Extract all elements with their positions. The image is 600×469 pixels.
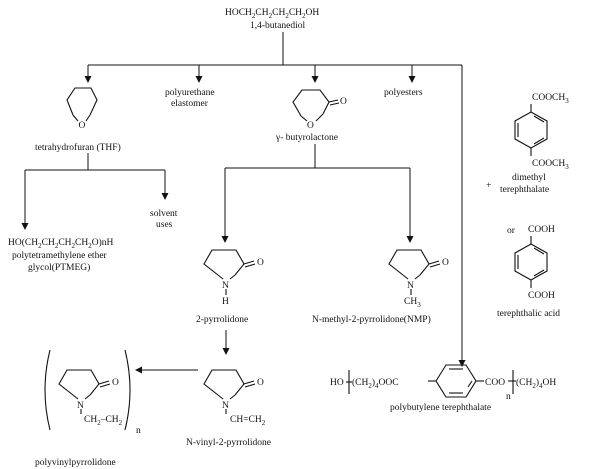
plus-sign: + [486,181,491,191]
thf-name: tetrahydrofuran (THF) [35,142,121,153]
pvp-oxygen: O [112,378,119,388]
ptmeg-name-line2: glycol(PTMEG) [28,262,90,273]
pyrrolidone-structure: O N H 2-pyrrolidone [196,249,264,325]
pbt-left-chain: (CH2)4OOC [352,377,399,390]
nmp-nitrogen: N [407,281,414,291]
nvp-structure: O N CH=CH2 N-vinyl-2-pyrrolidone [186,369,271,448]
ptmeg-text: HO(CH2CH2CH2CH2O)nH [8,237,114,250]
pyrrolidone-hydrogen: H [222,297,229,307]
polyesters-label: polyesters [384,88,423,98]
nvp-name: N-vinyl-2-pyrrolidone [186,438,271,448]
pbt-right-chain: (CH2)4OH [516,377,556,390]
main-distribution-lines [84,32,466,367]
nmp-oxygen: O [442,258,449,268]
pvp-chain: CH2–CH2 [84,415,123,427]
pbt-name: polybutylene terephthalate [390,403,491,413]
gbl-branch-lines [221,144,414,243]
ptmeg-name-line1: polytetramethylene ether [12,251,108,261]
svg-text:solvent: solvent [150,209,178,219]
nmp-methyl: CH3 [404,297,421,309]
butanediol-formula: HOCH2CH2CH2CH2OH 1,4-butanediol [225,8,319,31]
pbt-coo: COO [485,378,505,388]
nmp-structure: O N CH3 N-methyl-2-pyrrolidone(NMP) [312,249,449,325]
solvent-label: solvent uses [150,209,178,230]
pbt-subscript-n: n [506,392,511,402]
thf-oxygen: O [79,121,86,131]
or-label: or [507,226,516,236]
dmt-top-group: COOCH3 [532,93,569,105]
thf-structure: O tetrahydrofuran (THF) [35,87,121,153]
gbl-structure: O O γ- butyrolactone [275,89,347,143]
tpa-name: terephthalic acid [497,309,560,319]
pyrrolidone-oxygen: O [257,258,264,268]
svg-text:polyurethane: polyurethane [165,88,215,98]
butanediol-name: 1,4-butanediol [250,21,306,31]
thf-branch-lines [21,153,169,230]
polyurethane-label: polyurethane elastomer [165,88,215,109]
pvp-name: polyvinylpyrrolidone [35,458,116,468]
svg-text:uses: uses [156,220,173,230]
nmp-name: N-methyl-2-pyrrolidone(NMP) [312,314,431,325]
gbl-ring-oxygen: O [307,121,314,131]
pyrrolidone-nitrogen: N [222,281,229,291]
pvp-subscript-n: n [136,426,141,436]
pvp-structure: O N CH2–CH2 n polyvinylpyrrolidone [35,349,141,468]
dmt-name-line2: terephthalate [500,185,549,195]
gbl-carbonyl-oxygen: O [340,97,347,107]
tpa-bottom-group: COOH [528,291,555,301]
pvp-nitrogen: N [77,401,84,411]
svg-text:elastomer: elastomer [171,99,209,109]
butanediol-text: HOCH2CH2CH2CH2OH [225,8,319,20]
pbt-structure: HO (CH2)4OOC COO n (CH2)4OH polybutylene… [330,364,556,413]
nvp-nitrogen: N [222,401,229,411]
pbt-ho: HO [330,378,344,388]
nvp-oxygen: O [257,378,264,388]
tpa-top-group: COOH [528,225,555,235]
tpa-structure: COOH COOH terephthalic acid [497,225,560,319]
gbl-name: γ- butyrolactone [275,133,338,143]
nvp-to-pvp-arrow [135,366,198,374]
nvp-vinyl: CH=CH2 [230,415,266,427]
dmt-name-line1: dimethyl [512,173,546,183]
pyrrolidone-to-nvp-arrow [222,330,230,355]
pyrrolidone-name: 2-pyrrolidone [196,315,248,325]
dmt-structure: COOCH3 COOCH3 + dimethyl terephthalate [486,93,569,195]
ptmeg-formula: HO(CH2CH2CH2CH2O)nH polytetramethylene e… [8,237,114,273]
dmt-bottom-group: COOCH3 [532,159,569,171]
